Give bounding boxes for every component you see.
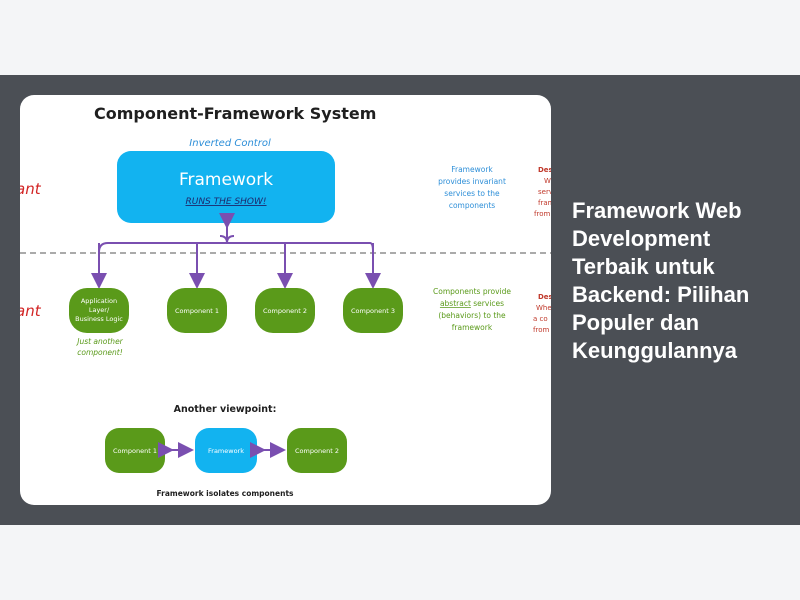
left-cut-text-top: ant xyxy=(20,180,42,198)
note-framework-services: Framework provides invariant services to… xyxy=(438,165,506,210)
svg-text:servi: servi xyxy=(538,188,551,196)
arrow-tree xyxy=(91,213,381,289)
svg-text:Component 1: Component 1 xyxy=(113,447,157,455)
svg-text:from: from xyxy=(534,210,550,218)
component-1: Component 1 xyxy=(167,288,227,333)
viewpoint-caption: Framework isolates components xyxy=(157,489,295,498)
inverted-control-label: Inverted Control xyxy=(189,138,271,149)
svg-text:Framework: Framework xyxy=(451,165,493,174)
component-3: Component 3 xyxy=(343,288,403,333)
svg-text:Application: Application xyxy=(81,297,117,305)
component-app-layer: Application Layer/ Business Logic xyxy=(69,288,129,333)
svg-text:Component 2: Component 2 xyxy=(295,447,339,455)
runs-the-show-label: RUNS THE SHOW! xyxy=(185,197,266,207)
svg-text:services to the: services to the xyxy=(444,189,500,198)
just-another-label-1: Just another xyxy=(75,337,123,346)
vp-component-2: Component 2 xyxy=(287,428,347,473)
svg-text:from: from xyxy=(533,326,549,334)
svg-text:Component 1: Component 1 xyxy=(175,307,219,315)
svg-text:abstract services: abstract services xyxy=(440,299,504,308)
right-cut-text-bottom: Des Whe a co from xyxy=(533,293,551,334)
right-cut-text-top: Des W servi fram from xyxy=(534,166,551,218)
svg-text:Component 3: Component 3 xyxy=(351,307,395,315)
vp-framework: Framework xyxy=(195,428,257,473)
svg-text:Component 2: Component 2 xyxy=(263,307,307,315)
svg-text:Whe: Whe xyxy=(536,304,551,312)
svg-text:W: W xyxy=(544,177,551,185)
article-title[interactable]: Framework Web Development Terbaik untuk … xyxy=(572,198,750,363)
framework-box xyxy=(117,151,335,223)
svg-text:provides invariant: provides invariant xyxy=(438,177,506,186)
svg-text:Components provide: Components provide xyxy=(433,287,511,296)
just-another-label-2: component! xyxy=(77,348,122,357)
diagram-title: Component-Framework System xyxy=(94,104,376,123)
svg-text:Business Logic: Business Logic xyxy=(75,315,123,323)
svg-text:components: components xyxy=(449,201,495,210)
svg-text:Des: Des xyxy=(538,293,551,301)
component-2: Component 2 xyxy=(255,288,315,333)
note-components-provide: Components provide abstract services (be… xyxy=(433,287,511,332)
vp-component-1: Component 1 xyxy=(105,428,165,473)
viewpoint-title: Another viewpoint: xyxy=(174,404,277,415)
diagram-card[interactable]: Component-Framework System Inverted Cont… xyxy=(20,95,551,505)
svg-text:fram: fram xyxy=(538,199,551,207)
svg-text:Framework: Framework xyxy=(208,447,244,455)
left-cut-text-bottom: ant xyxy=(20,302,42,320)
framework-label: Framework xyxy=(179,170,273,190)
svg-text:framework: framework xyxy=(452,323,493,332)
component-framework-diagram: Component-Framework System Inverted Cont… xyxy=(20,104,551,498)
svg-text:a co: a co xyxy=(533,315,548,323)
svg-text:(behaviors) to the: (behaviors) to the xyxy=(438,311,506,320)
svg-text:Layer/: Layer/ xyxy=(89,306,110,314)
svg-text:Des: Des xyxy=(538,166,551,174)
